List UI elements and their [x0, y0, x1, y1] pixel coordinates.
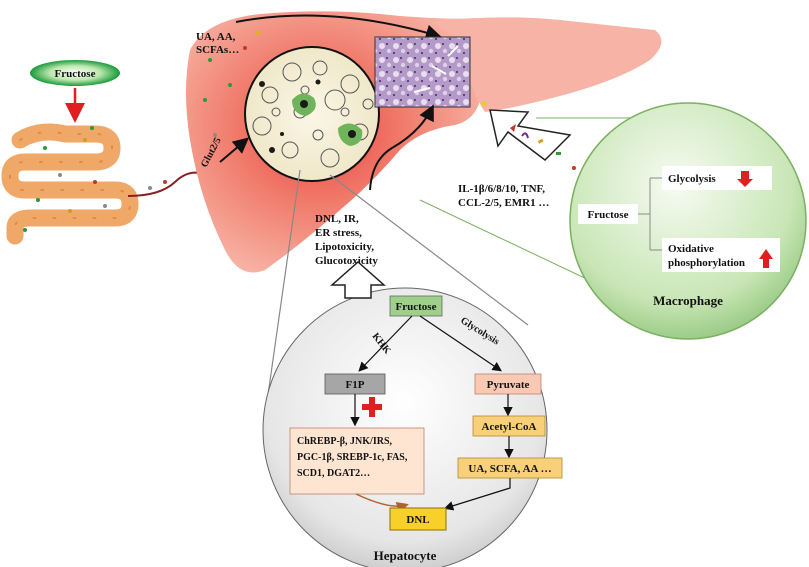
cytokines-line1: IL-1β/6/8/10, TNF, [458, 183, 545, 195]
pyruvate-label: Pyruvate [487, 379, 530, 391]
liver-metabolites-line1: UA, AA, [196, 31, 236, 43]
liver-right-lobe [430, 17, 662, 112]
glycolysis-down-arrow [737, 171, 753, 187]
histology-arrows [413, 45, 459, 93]
macrophage-title: Macrophage [653, 293, 723, 308]
gene-box [289, 427, 425, 495]
products-to-dnl-arrow [443, 478, 511, 511]
dnl-box [389, 507, 447, 531]
genes-to-dnl-arrow [355, 493, 409, 514]
hepatic-effects-list: DNL, IR, ER stress, Lipotoxicity, Glucot… [315, 213, 378, 267]
hepatocyte-panel: Fructose KHK Glycolysis F1P Pyruvate ChR… [262, 169, 563, 567]
glut-uptake-arrow [219, 137, 250, 163]
hepatic-effect-3: Lipotoxicity, [315, 241, 374, 253]
hepatic-effect-4: Glucotoxicity [315, 255, 378, 267]
f1p-plus-icon [362, 397, 382, 417]
hepatocyte-zoom-line-right [329, 174, 529, 326]
khk-arrow [358, 315, 413, 372]
hep-fructose-label: Fructose [396, 301, 437, 313]
gene-line1: ChREBP-β, JNK/IRS, [297, 436, 393, 447]
hep-fructose-box [389, 295, 443, 317]
macrophage-fructose-box [578, 204, 638, 224]
products-label: UA, SCFA, AA … [468, 463, 551, 475]
hepatocyte-title: Hepatocyte [374, 548, 437, 563]
cytokine-hollow-arrow [489, 109, 572, 161]
oxphos-line2: phosphorylation [668, 257, 745, 269]
glycolysis-box [662, 166, 772, 190]
liver-dots [203, 30, 487, 137]
hepatic-effect-2: ER stress, [315, 227, 362, 239]
oxphos-line1: Oxidative [668, 243, 714, 255]
f1p-label: F1P [346, 379, 365, 391]
gene-line2: PGC-1β, SREBP-1c, FAS, [297, 452, 408, 463]
oxphos-box [662, 238, 780, 272]
cytokines-line2: CCL-2/5, EMR1 … [458, 197, 549, 209]
gene-line3: SCD1, DGAT2… [297, 468, 370, 479]
acetyl-coa-label: Acetyl-CoA [482, 421, 537, 433]
kupffer-cells [259, 79, 363, 153]
gut-particles [23, 126, 167, 232]
liver: UA, AA, SCFAs… Glut2/5 [186, 11, 662, 273]
gut-fructose-label: Fructose [55, 68, 96, 80]
macrophage-panel: Fructose Glycolysis Oxidative phosphoryl… [419, 102, 807, 340]
metabolite-transport-arrow [235, 14, 442, 41]
hepatic-effect-1: DNL, IR, [315, 213, 359, 225]
tissue-to-zoom-arrow [369, 104, 434, 191]
macrophage-branch [638, 177, 662, 251]
macrophage-zoom-line-bottom [419, 199, 611, 291]
oxphos-up-arrow [759, 249, 773, 268]
macrophage-glycolysis-label: Glycolysis [668, 173, 716, 185]
intestine-shade [8, 131, 132, 237]
portal-vessel [127, 171, 206, 197]
fructose-glow [30, 60, 120, 86]
hepatocyte-zoom-line-left [262, 169, 301, 431]
steatotic-tissue-zoom [244, 46, 380, 182]
glycolysis-pathway-arrow [419, 315, 502, 372]
dnl-label: DNL [406, 514, 429, 526]
liver-metabolites-line2: SCFAs… [196, 44, 239, 56]
cytokine-particles [510, 124, 576, 170]
gut-region: Fructose [1, 60, 206, 245]
hepatocyte-hollow-arrow [330, 260, 386, 299]
macrophage-fructose-label: Fructose [588, 209, 629, 221]
